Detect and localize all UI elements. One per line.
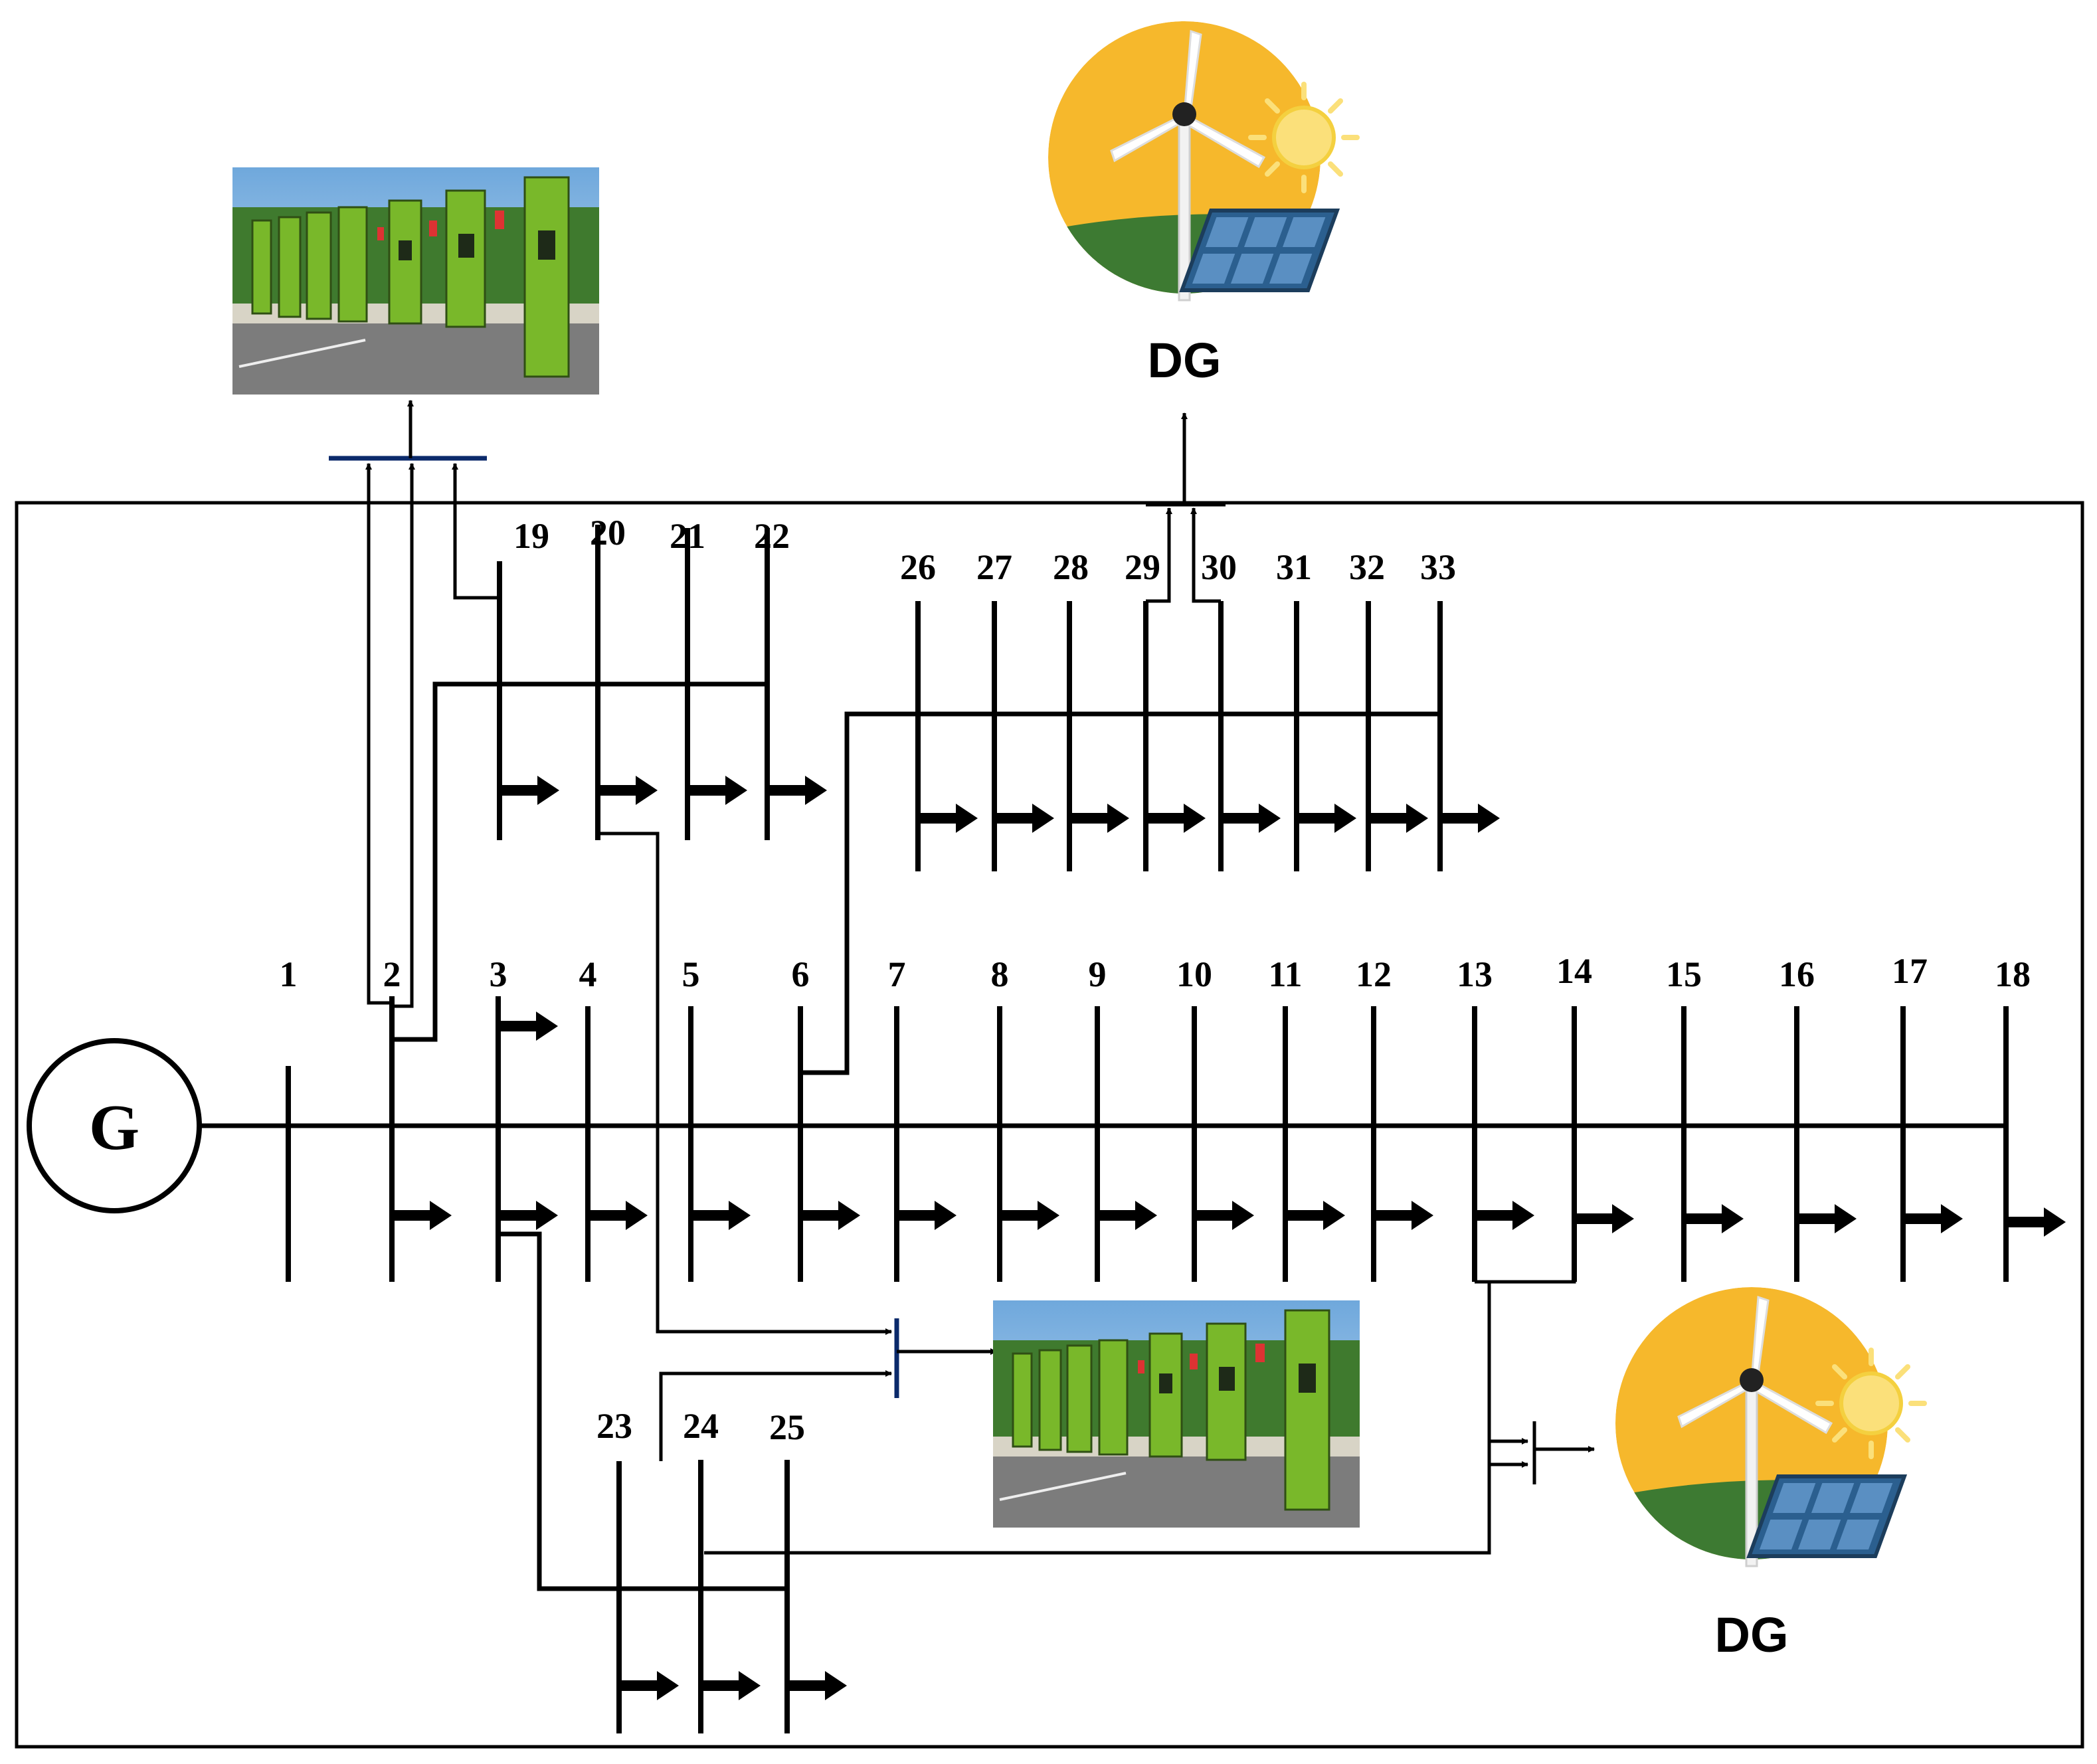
dg-label-1: DG (1148, 333, 1222, 388)
ev-feed-23 (659, 1370, 892, 1461)
bus-label-32: 32 (1349, 547, 1385, 587)
branch-2-19 (392, 681, 765, 1042)
system-boundary (15, 501, 2084, 1749)
load-arrow-18 (2007, 1207, 2066, 1237)
bus-label-10: 10 (1176, 954, 1212, 994)
load-arrow-27 (996, 804, 1054, 833)
load-arrow-14 (1576, 1204, 1634, 1233)
load-arrow-3 (500, 1201, 558, 1230)
load-arrow-10 (1196, 1201, 1254, 1230)
bus-label-24: 24 (683, 1406, 719, 1446)
bus-label-16: 16 (1779, 954, 1815, 994)
bus-label-6: 6 (792, 954, 810, 994)
load-arrow-11 (1287, 1201, 1345, 1230)
bus-label-9: 9 (1089, 954, 1107, 994)
branch-3-23 (498, 1231, 786, 1591)
bus-label-1: 1 (280, 954, 298, 994)
bus-label-23: 23 (596, 1406, 632, 1446)
ev-charging-station-2 (992, 1299, 1361, 1529)
load-arrow-33 (1441, 804, 1500, 833)
load-arrow-21 (689, 776, 747, 805)
bus-label-18: 18 (1995, 954, 2031, 994)
ev-charging-station-1 (231, 166, 600, 396)
load-arrow-26 (919, 804, 978, 833)
load-arrow-6 (802, 1201, 860, 1230)
load-arrow-20 (599, 776, 658, 805)
load-arrow-28 (1071, 804, 1129, 833)
bus-label-17: 17 (1892, 951, 1928, 991)
generator-symbol (27, 1038, 202, 1213)
load-arrow-23 (620, 1671, 679, 1700)
dg-1-wiring (1146, 412, 1226, 603)
bus-label-7: 7 (888, 954, 906, 994)
wind-solar-icon (1045, 21, 1357, 304)
bus-label-2: 2 (383, 954, 401, 994)
dg-feed-30 (1190, 507, 1221, 603)
load-arrows (393, 776, 2066, 1700)
load-arrow-24 (702, 1671, 761, 1700)
ev-station-1-wiring (329, 400, 498, 1008)
bus-label-33: 33 (1420, 547, 1456, 587)
bus-label-26: 26 (900, 547, 936, 587)
load-arrow-29 (1147, 804, 1206, 833)
bus-label-25: 25 (769, 1407, 805, 1447)
bus-label-13: 13 (1457, 954, 1493, 994)
ev-feed-19 (452, 463, 498, 600)
generator: G (27, 1038, 202, 1213)
ev-station-2-wiring (598, 832, 997, 1461)
bus-label-8: 8 (991, 954, 1009, 994)
load-arrow-7 (898, 1201, 957, 1230)
bus-label-12: 12 (1356, 954, 1392, 994)
bus-label-5: 5 (682, 954, 700, 994)
bus-label-27: 27 (976, 547, 1012, 587)
dg-unit-1: DG (1045, 21, 1357, 388)
bus-label-30: 30 (1201, 547, 1237, 587)
ev-feed-20 (598, 832, 892, 1335)
branch-6-26 (800, 711, 1438, 1075)
bus-label-3: 3 (490, 954, 507, 994)
bus-label-21: 21 (670, 516, 705, 556)
bus-label-31: 31 (1276, 547, 1312, 587)
bus-label-11: 11 (1268, 954, 1302, 994)
load-arrow-9 (1099, 1201, 1157, 1230)
load-arrow-31 (1298, 804, 1356, 833)
dg-unit-2: DG (1612, 1287, 1924, 1662)
load-arrow-17 (1904, 1204, 1963, 1233)
load-arrow-15 (1685, 1204, 1744, 1233)
load-arrow-2 (393, 1201, 452, 1230)
load-arrow-4 (589, 1201, 648, 1230)
dg-2-wiring (1475, 1255, 1595, 1547)
load-arrow-32 (1370, 804, 1428, 833)
load-arrow-25 (788, 1671, 847, 1700)
ev-feed-2a (365, 463, 392, 1005)
load-arrow-22 (769, 776, 827, 805)
bus-label-15: 15 (1666, 954, 1702, 994)
load-arrow-8 (1001, 1201, 1059, 1230)
load-arrow-30 (1222, 804, 1281, 833)
dg-feed-29 (1146, 507, 1172, 603)
dg-feed-13 (1475, 1280, 1528, 1445)
branch-13-14 (1475, 1255, 1576, 1284)
bus-label-29: 29 (1125, 547, 1160, 587)
load-arrow-12 (1375, 1201, 1433, 1230)
bus-label-22: 22 (754, 516, 790, 556)
bus-label-28: 28 (1053, 547, 1089, 587)
bus-bars (286, 525, 2009, 1733)
bus-label-20: 20 (590, 513, 626, 553)
load-arrow-3-b (500, 1012, 558, 1041)
wind-solar-icon (1612, 1287, 1924, 1569)
ev-feed-2b (392, 463, 415, 1008)
generator-label: G (89, 1092, 139, 1164)
load-arrow-19 (501, 776, 559, 805)
load-arrow-16 (1798, 1204, 1857, 1233)
bus-label-19: 19 (513, 516, 549, 556)
dg-feed-24 (1487, 1461, 1528, 1547)
dg-label-2: DG (1715, 1607, 1789, 1662)
bus-label-14: 14 (1556, 951, 1592, 991)
load-arrow-13 (1476, 1201, 1534, 1230)
bus-label-4: 4 (579, 954, 597, 994)
load-arrow-5 (692, 1201, 751, 1230)
